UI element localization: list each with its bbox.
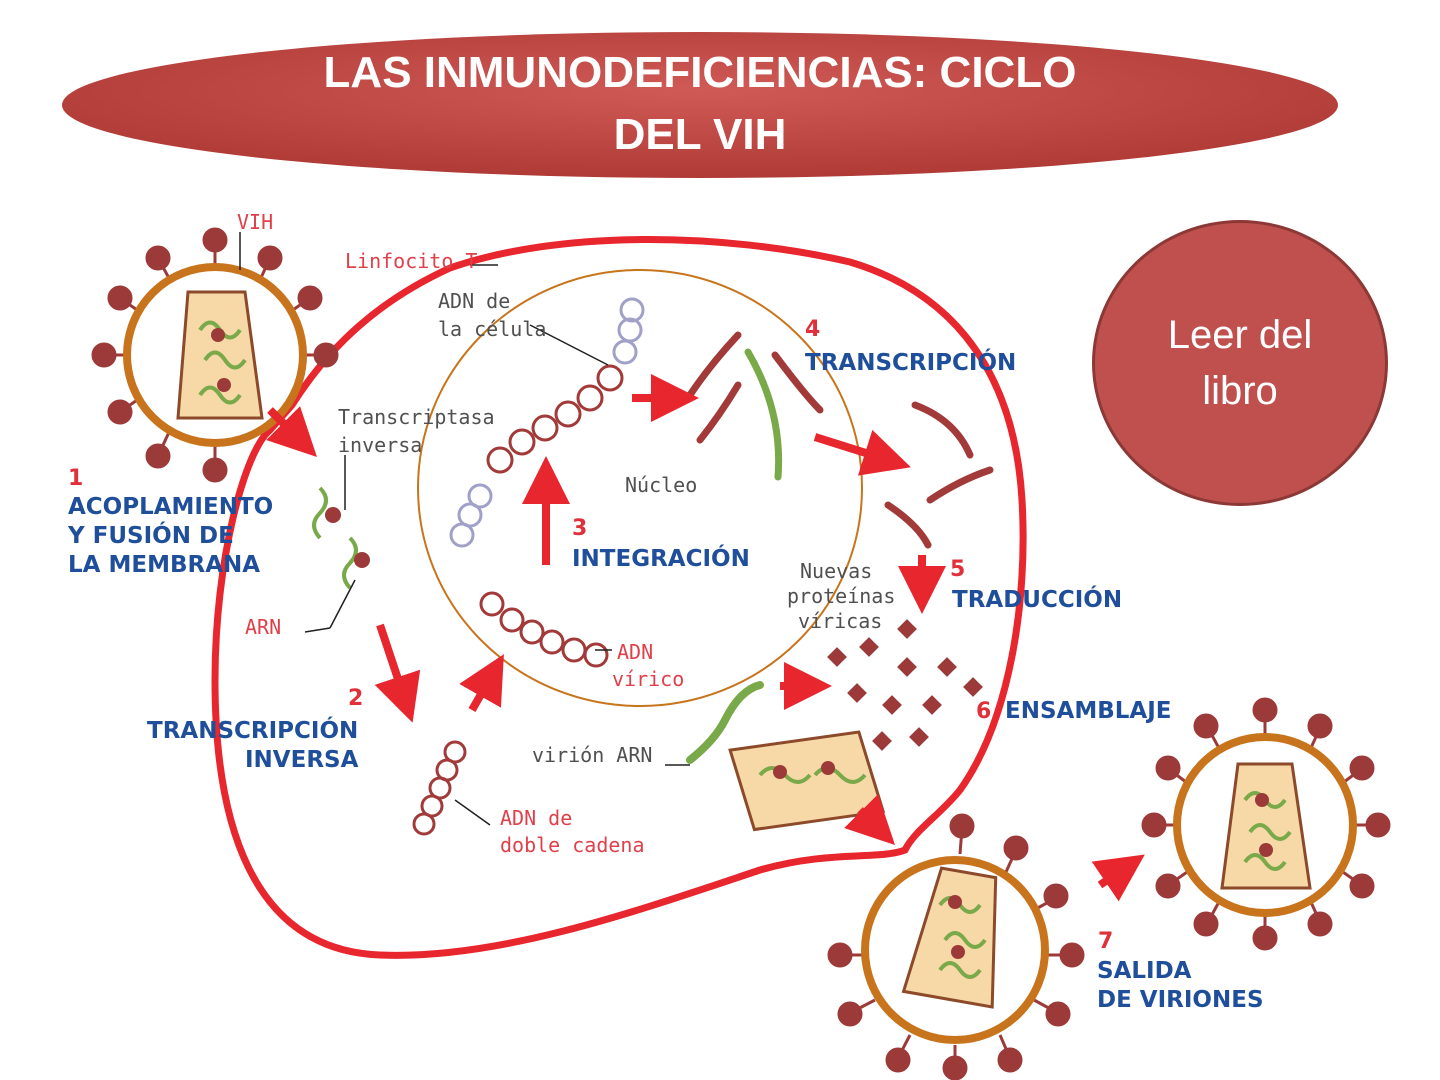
arrow-export: [813, 429, 911, 476]
arrow-to-nucleus: [459, 654, 504, 712]
label-arn: ARN: [245, 615, 281, 639]
transcribed-rna: [686, 331, 994, 549]
viral-rna-released: [312, 486, 370, 590]
step-3-number: 3: [572, 516, 587, 541]
step-1: 1 ACOPLAMIENTO Y FUSIÓN DE LA MEMBRANA: [67, 466, 273, 578]
step-5-number: 5: [950, 557, 965, 582]
double-strand-dna: [412, 740, 467, 836]
label-adn-doble-2: doble cadena: [500, 833, 645, 857]
step-7-line-1: SALIDA: [1097, 958, 1192, 984]
arrow-to-dna: [374, 623, 421, 723]
note-line-2: libro: [1202, 369, 1278, 413]
arrow-to-budding: [844, 794, 895, 845]
label-nuevas-1: Nuevas: [800, 559, 872, 583]
t-lymphocyte-membrane: [211, 235, 1027, 959]
step-7-number: 7: [1098, 929, 1113, 954]
step-2-number: 2: [348, 686, 363, 711]
title-banner: [62, 32, 1338, 178]
label-vih: VIH: [237, 210, 273, 234]
nucleus: [417, 269, 863, 707]
viral-dna: [479, 591, 609, 668]
step-6: 6 ENSAMBLAJE: [976, 698, 1171, 724]
virion-rna: [686, 681, 764, 764]
step-3: 3 INTEGRACIÓN: [572, 516, 750, 572]
step-5: 5 TRADUCCIÓN: [950, 557, 1122, 613]
step-4: 4 TRANSCRIPCIÓN: [805, 317, 1016, 376]
assembling-capsid: [728, 730, 886, 832]
page-title: LAS INMUNODEFICIENCIAS: CICLO DEL VIH: [60, 42, 1340, 166]
label-nuevas-2: proteínas: [787, 584, 895, 608]
pointer-lines: [239, 232, 690, 826]
label-adn-celula-2: la célula: [438, 317, 546, 341]
step-3-line-1: INTEGRACIÓN: [572, 544, 750, 572]
step-6-number: 6: [976, 699, 991, 724]
hiv-virion-released: [1141, 697, 1391, 951]
step-1-line-3: LA MEMBRANA: [68, 552, 260, 578]
step-7: 7 SALIDA DE VIRIONES: [1097, 929, 1264, 1013]
label-nuevas-3: víricas: [798, 609, 882, 633]
cell-dna: [449, 297, 645, 548]
arrow-entry: [266, 406, 317, 457]
flow-arrows: [266, 374, 1145, 902]
step-4-number: 4: [805, 317, 820, 342]
label-adn-virico-2: vírico: [612, 667, 684, 691]
step-5-line-1: TRADUCCIÓN: [952, 585, 1122, 613]
label-transcriptasa-2: inversa: [338, 433, 422, 457]
note-line-1: Leer del: [1167, 313, 1313, 357]
label-virion-arn: virión ARN: [532, 743, 652, 767]
label-nucleo: Núcleo: [625, 473, 697, 497]
step-2-line-2: INVERSA: [245, 747, 359, 773]
step-1-number: 1: [68, 466, 83, 491]
hiv-virion-budding: [827, 813, 1085, 1080]
hiv-virion-entering: [91, 227, 339, 483]
title-line-1: LAS INMUNODEFICIENCIAS: CICLO: [323, 48, 1077, 97]
label-adn-celula-1: ADN de: [438, 289, 510, 313]
label-adn-doble-1: ADN de: [500, 806, 572, 830]
step-1-line-2: Y FUSIÓN DE: [67, 521, 234, 549]
hiv-cycle-diagram: VIH Linfocito T ADN de la célula Transcr…: [67, 210, 1391, 1080]
arrow-release: [1091, 854, 1145, 902]
label-linfocito: Linfocito T: [345, 249, 477, 273]
step-6-line-1: ENSAMBLAJE: [1005, 698, 1171, 724]
step-4-line-1: TRANSCRIPCIÓN: [805, 348, 1016, 376]
step-2-line-1: TRANSCRIPCIÓN: [147, 716, 358, 744]
label-transcriptasa-1: Transcriptasa: [338, 405, 495, 429]
new-viral-proteins: [827, 619, 983, 751]
label-adn-virico-1: ADN: [617, 640, 653, 664]
title-line-2: DEL VIH: [613, 110, 787, 159]
step-7-line-2: DE VIRIONES: [1097, 987, 1264, 1013]
step-2: 2 TRANSCRIPCIÓN INVERSA: [147, 686, 363, 773]
read-book-note: Leer del libro: [1092, 220, 1388, 506]
step-1-line-1: ACOPLAMIENTO: [68, 494, 273, 520]
